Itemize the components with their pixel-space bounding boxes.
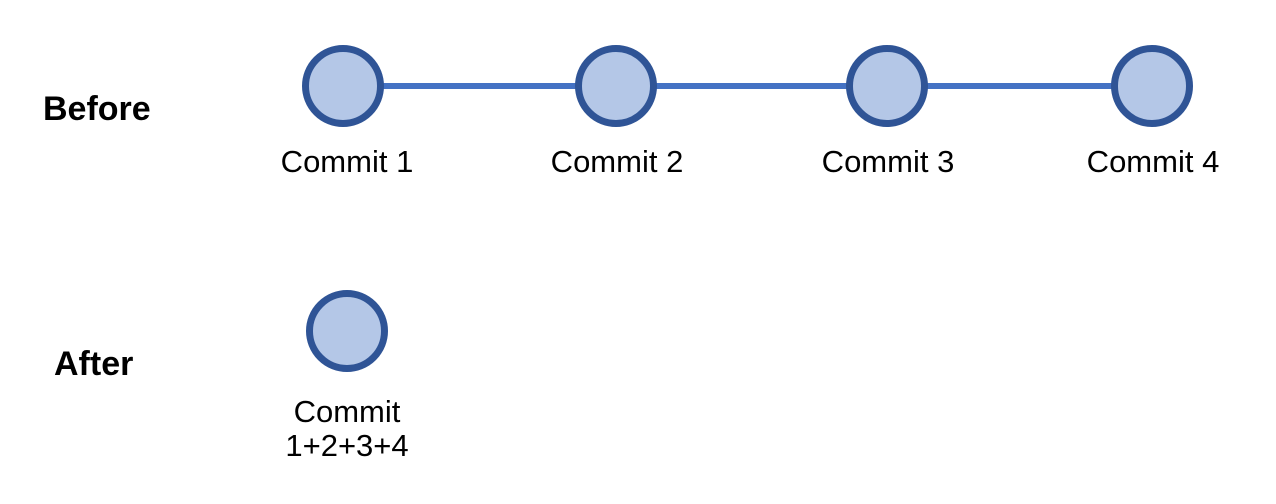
- squashed-commit-label-line2: 1+2+3+4: [285, 428, 409, 463]
- commit-1-node-icon: [302, 45, 384, 127]
- before-row-label: Before: [43, 90, 151, 128]
- squashed-commit-label-line1: Commit: [293, 394, 401, 429]
- commit-3-label: Commit 3: [821, 144, 955, 179]
- squashed-commit-node-icon: [306, 290, 388, 372]
- commit-4-node-icon: [1111, 45, 1193, 127]
- commit-chain-line: [343, 83, 1152, 89]
- commit-2-label: Commit 2: [550, 144, 684, 179]
- squashed-commit-label: Commit 1+2+3+4: [285, 395, 408, 463]
- commit-2-node-icon: [575, 45, 657, 127]
- commit-3-node-icon: [846, 45, 928, 127]
- commit-1-label: Commit 1: [280, 144, 414, 179]
- after-row-label: After: [54, 345, 134, 383]
- commit-4-label: Commit 4: [1086, 144, 1220, 179]
